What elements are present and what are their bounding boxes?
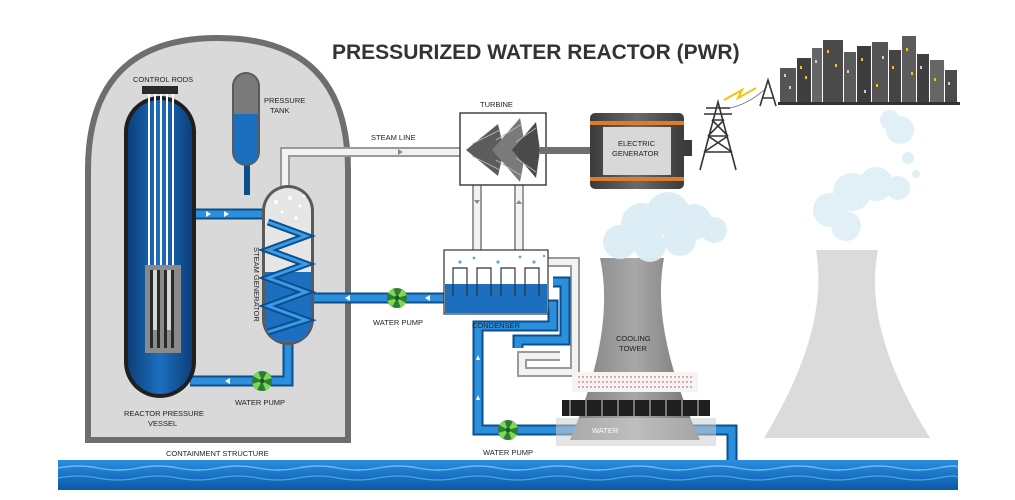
steam-line-label: STEAM LINE — [371, 133, 416, 142]
condenser-label: CONDENSER — [472, 321, 521, 330]
water-pump-label-left: WATER PUMP — [235, 398, 285, 407]
diagram-title: PRESSURIZED WATER REACTOR (PWR) — [332, 41, 740, 64]
turbine-label: TURBINE — [480, 100, 513, 109]
steam-arrows — [398, 149, 522, 204]
water-pump-icon — [387, 288, 407, 308]
cooling-tower-label-2: TOWER — [619, 344, 647, 353]
turbine — [459, 112, 592, 186]
water-pump-icon — [252, 371, 272, 391]
steam-generator-label: STEAM GENERATOR — [252, 247, 261, 322]
water-pump-icon — [498, 420, 518, 440]
containment-label: CONTAINMENT STRUCTURE — [166, 449, 269, 458]
reactor-vessel-label-2: VESSEL — [148, 419, 177, 428]
pressure-tank — [232, 72, 260, 195]
steam-cloud — [603, 192, 727, 262]
reactor-vessel-label: REACTOR PRESSURE — [124, 409, 204, 418]
sea — [57, 460, 959, 490]
transmission-tower-icon — [699, 77, 777, 171]
condenser — [443, 249, 549, 315]
electric-generator-label-2: GENERATOR — [612, 149, 659, 158]
background-cooling-tower — [764, 250, 930, 438]
pressure-tank-label-2: TANK — [270, 106, 289, 115]
water-label: WATER — [592, 426, 619, 435]
control-rods-label: CONTROL RODS — [133, 75, 193, 84]
water-pump-label-mid: WATER PUMP — [373, 318, 423, 327]
water-pump-label-bottom: WATER PUMP — [483, 448, 533, 457]
pressure-tank-label: PRESSURE — [264, 96, 305, 105]
steam-cloud-background — [813, 110, 920, 241]
control-rods — [148, 94, 174, 269]
steam-line-pipe — [280, 147, 580, 377]
steam-generator — [257, 185, 317, 345]
reactor-pressure-vessel — [124, 86, 196, 398]
cooling-tower — [556, 258, 716, 446]
city-skyline — [778, 36, 960, 105]
cooling-water-pipe — [472, 276, 738, 470]
cooling-tower-label: COOLING — [616, 334, 651, 343]
electric-generator-label: ELECTRIC — [618, 139, 656, 148]
electric-generator — [590, 113, 692, 189]
